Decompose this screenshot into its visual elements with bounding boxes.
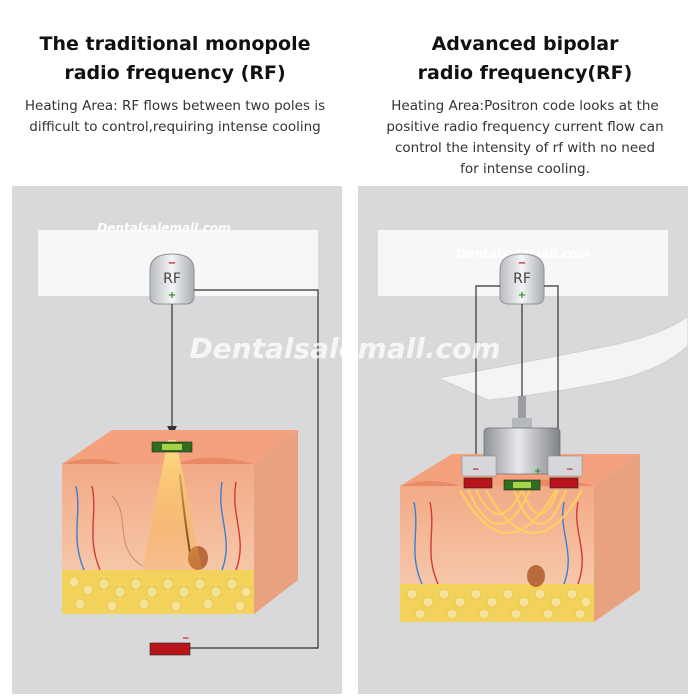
pad-minus-sign: − <box>182 634 190 644</box>
bipolar-rf-probe: − RF + <box>499 253 545 305</box>
electrode-minus-sign-left: − <box>472 465 480 475</box>
probe-rf-label: RF <box>513 271 531 287</box>
negative-electrode-left <box>463 477 493 489</box>
device-handle <box>436 315 688 401</box>
bipolar-diagram-panel: Dentalsalemall.com − RF + <box>358 186 688 694</box>
monopole-top-watermark: Dentalsalemall.com <box>97 221 230 235</box>
electrode-minus-sign-right: − <box>566 465 574 475</box>
electrode-plus-sign: + <box>534 467 542 477</box>
monopole-title: The traditional monopole radio frequency… <box>39 33 311 84</box>
bipolar-title: Advanced bipolar radio frequency(RF) <box>417 33 633 84</box>
bipolar-applicator-head <box>461 396 583 477</box>
bipolar-description: Heating Area:Positron code looks at the … <box>386 98 664 177</box>
left-wire <box>475 285 500 472</box>
bipolar-skin-block <box>400 454 640 622</box>
right-wire <box>544 285 559 472</box>
probe-rf-label: RF <box>163 271 181 287</box>
negative-electrode: − <box>149 634 191 656</box>
probe-minus-sign: − <box>168 258 176 269</box>
monopole-rf-probe: − RF + <box>149 253 195 305</box>
bipolar-column: Advanced bipolar radio frequency(RF) Hea… <box>350 0 700 700</box>
monopole-skin-block <box>62 430 298 614</box>
monopole-diagram: Dentalsalemall.com − RF + <box>38 221 319 656</box>
monopole-column: The traditional monopole radio frequency… <box>12 33 342 694</box>
bipolar-diagram: Dentalsalemall.com − RF + <box>378 230 688 622</box>
return-wire <box>188 289 319 649</box>
monopole-diagram-panel: Dentalsalemall.com − RF + <box>12 186 342 694</box>
monopole-description: Heating Area: RF flows between two poles… <box>24 98 326 135</box>
probe-minus-sign: − <box>518 258 526 269</box>
probe-plus-sign: + <box>168 290 176 301</box>
probe-plus-sign: + <box>518 290 526 301</box>
negative-electrode-right <box>549 477 579 489</box>
